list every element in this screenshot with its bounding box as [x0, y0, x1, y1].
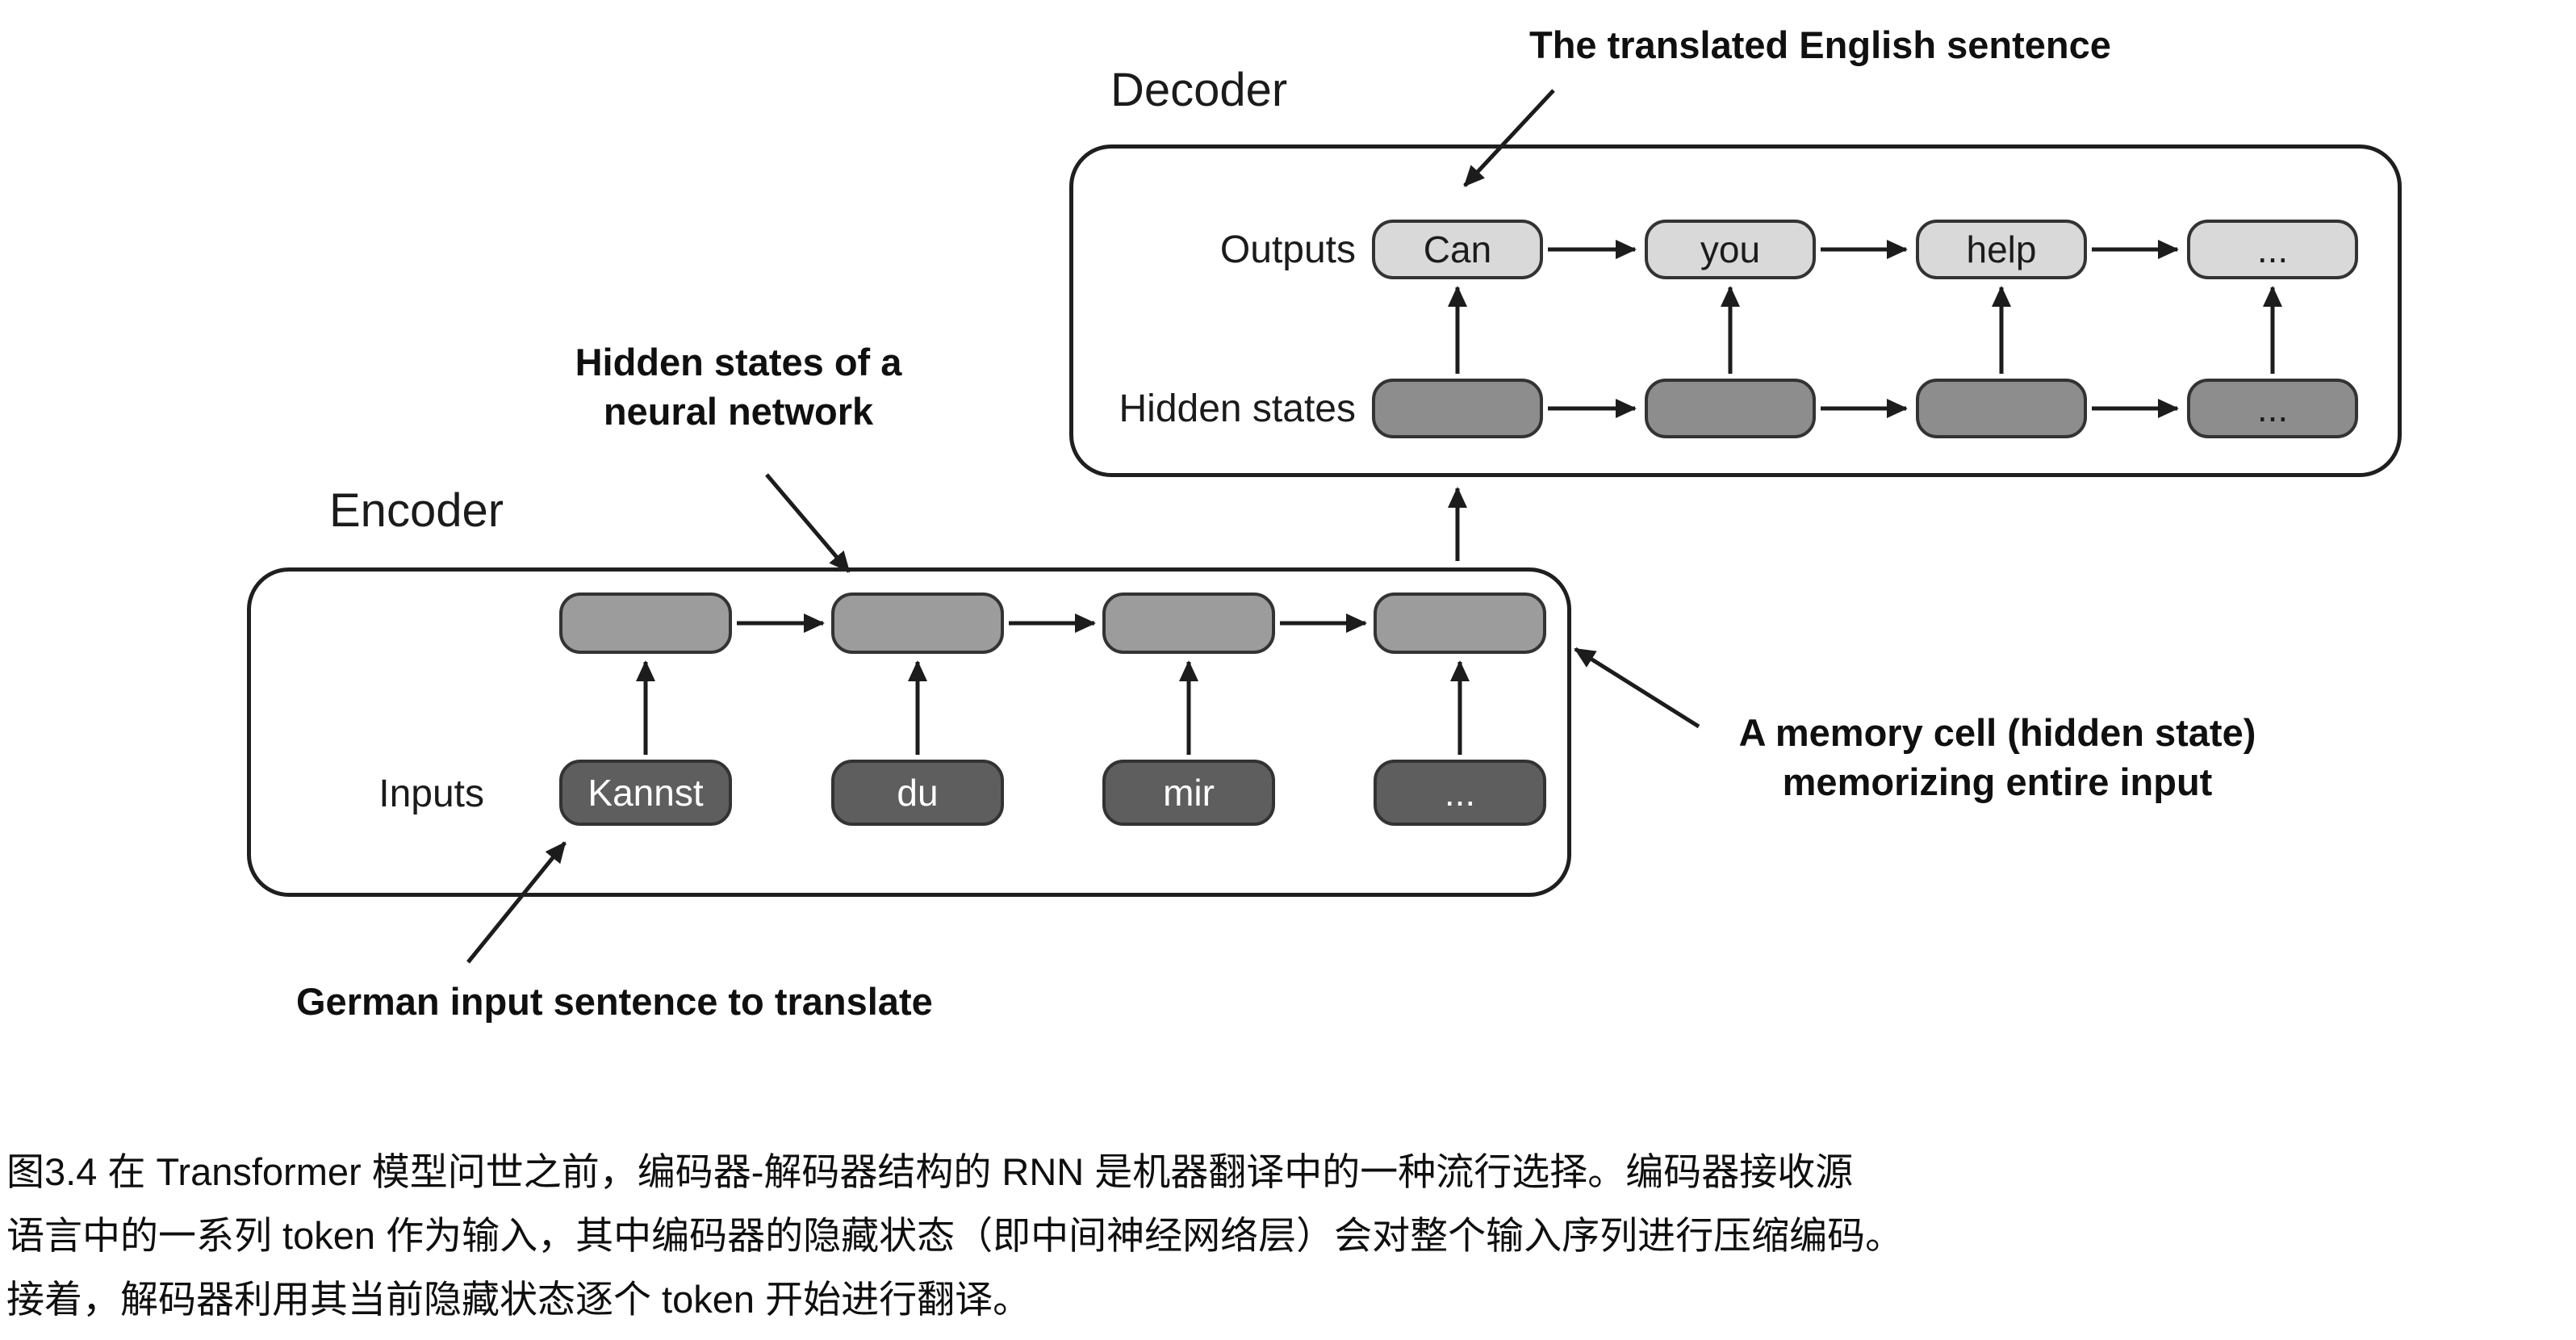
output-box-ellipsis: ... — [2187, 220, 2358, 279]
annotation-translated-sentence: The translated English sentence — [1529, 23, 2111, 66]
caption-line-2: 语言中的一系列 token 作为输入，其中编码器的隐藏状态（即中间神经网络层）会… — [6, 1214, 1904, 1257]
outputs-label: Outputs — [1219, 228, 1356, 271]
encoder-hidden-box-1 — [559, 593, 732, 654]
annotation-memory-cell: A memory cell (hidden state) memorizing … — [1683, 708, 2312, 806]
encoder-title: Encoder — [329, 484, 504, 537]
output-box-you: you — [1645, 220, 1816, 279]
annotation-memory-cell-line2: memorizing entire input — [1782, 760, 2213, 803]
encoder-hidden-box-3 — [1102, 593, 1275, 654]
output-box-help: help — [1916, 220, 2087, 279]
inputs-label: Inputs — [378, 773, 484, 815]
arrow-memory-cell-pointer — [1574, 647, 1700, 729]
annotation-hidden-states: Hidden states of a neural network — [565, 337, 912, 436]
output-box-can: Can — [1372, 220, 1543, 279]
encoder-hidden-box-4 — [1374, 593, 1546, 654]
input-box-mir: mir — [1102, 760, 1275, 826]
decoder-hidden-box-1 — [1372, 379, 1543, 438]
decoder-title: Decoder — [1110, 64, 1288, 116]
annotation-german-input: German input sentence to translate — [296, 980, 933, 1023]
caption-line-1: 图3.4 在 Transformer 模型问世之前，编码器-解码器结构的 RNN… — [6, 1150, 1854, 1193]
input-box-ellipsis: ... — [1374, 760, 1546, 826]
annotation-hidden-states-line2: neural network — [603, 390, 874, 433]
encoder-hidden-box-2 — [831, 593, 1004, 654]
figure-caption: 图3.4 在 Transformer 模型问世之前，编码器-解码器结构的 RNN… — [6, 1140, 2576, 1331]
annotation-hidden-states-line1: Hidden states of a — [575, 341, 902, 383]
decoder-hidden-box-ellipsis: ... — [2187, 379, 2358, 438]
caption-line-3: 接着，解码器利用其当前隐藏状态逐个 token 开始进行翻译。 — [6, 1278, 1031, 1321]
decoder-frame — [1069, 144, 2402, 477]
input-box-kannst: Kannst — [559, 760, 732, 826]
annotation-memory-cell-line1: A memory cell (hidden state) — [1738, 711, 2256, 754]
decoder-hidden-box-3 — [1916, 379, 2087, 438]
arrow-hidden-states-pointer — [765, 473, 851, 573]
decoder-hidden-box-2 — [1645, 379, 1816, 438]
decoder-hidden-label: Hidden states — [1119, 387, 1356, 430]
encoder-frame — [247, 567, 1571, 897]
input-box-du: du — [831, 760, 1004, 826]
